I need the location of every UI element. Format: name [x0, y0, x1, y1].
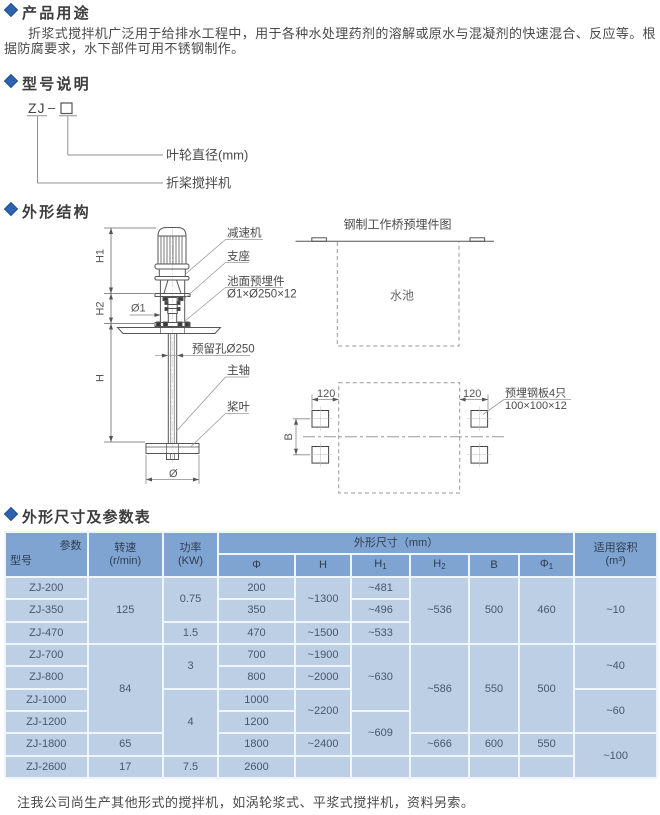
svg-text:桨叶: 桨叶 — [227, 400, 250, 414]
svg-text:钢制工作桥预埋件图: 钢制工作桥预埋件图 — [344, 218, 452, 232]
svg-text:Ø: Ø — [169, 468, 178, 480]
svg-text:池面预埋件: 池面预埋件 — [227, 274, 285, 288]
svg-text:预留孔Ø250: 预留孔Ø250 — [192, 343, 255, 356]
svg-text:100×100×12: 100×100×12 — [505, 400, 567, 412]
svg-text:支座: 支座 — [227, 249, 250, 263]
svg-text:预埋钢板4只: 预埋钢板4只 — [505, 386, 566, 400]
svg-text:主轴: 主轴 — [227, 363, 250, 377]
svg-text:Ø1: Ø1 — [131, 303, 146, 315]
svg-text:120: 120 — [463, 388, 481, 400]
svg-text:B: B — [283, 433, 295, 440]
svg-text:H1: H1 — [95, 249, 107, 263]
svg-text:水池: 水池 — [390, 289, 414, 303]
svg-text:120: 120 — [317, 388, 335, 400]
svg-text:折桨搅拌机: 折桨搅拌机 — [166, 176, 231, 191]
svg-text:ZJ: ZJ — [28, 100, 46, 116]
svg-text:Ø1×Ø250×12: Ø1×Ø250×12 — [227, 289, 297, 301]
svg-text:减速机: 减速机 — [227, 226, 262, 240]
svg-text:叶轮直径(mm): 叶轮直径(mm) — [166, 148, 248, 163]
svg-text:H: H — [95, 374, 107, 382]
svg-text:H2: H2 — [95, 301, 107, 315]
svg-text:–: – — [48, 100, 56, 115]
